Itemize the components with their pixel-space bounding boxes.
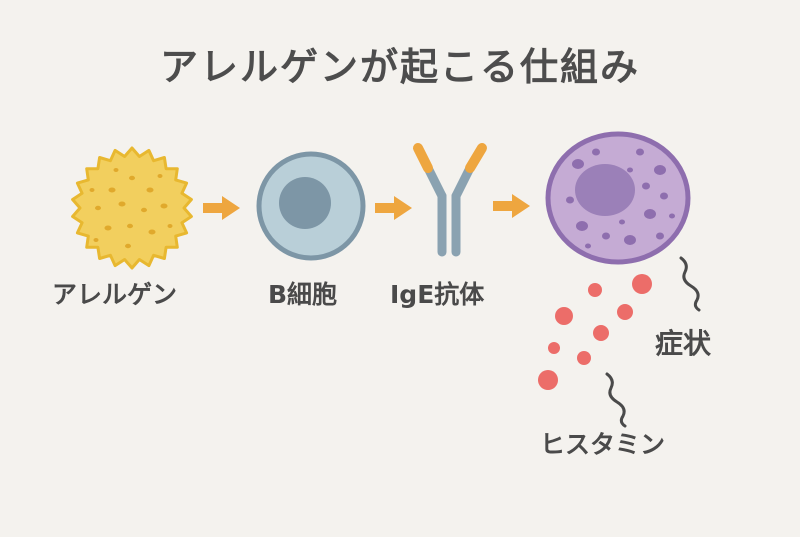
b-cell-icon	[256, 151, 366, 261]
histamine-label: ヒスタミン	[540, 430, 666, 459]
ige-antibody-icon	[413, 143, 487, 257]
allergen-icon	[71, 146, 193, 270]
pollen-body	[71, 146, 193, 270]
page-title: アレルゲンが起こる仕組み	[159, 45, 640, 89]
mast-cell-icon	[545, 131, 691, 265]
ige-antibody-label: IgE抗体	[390, 280, 485, 309]
arrow-1-icon	[203, 196, 240, 220]
arrow-3-icon	[493, 194, 530, 218]
allergen-label: アレルゲン	[52, 280, 178, 309]
b-cell-label: B細胞	[268, 280, 338, 309]
pollen-dots	[89, 168, 173, 249]
histamine-squiggle-icon	[605, 372, 627, 428]
histamine-dots	[538, 274, 652, 390]
symptom-squiggle-icon	[679, 256, 701, 312]
symptom-label: 症状	[655, 327, 712, 360]
arrow-2-icon	[375, 196, 412, 220]
mast-cell-granules	[566, 148, 675, 249]
